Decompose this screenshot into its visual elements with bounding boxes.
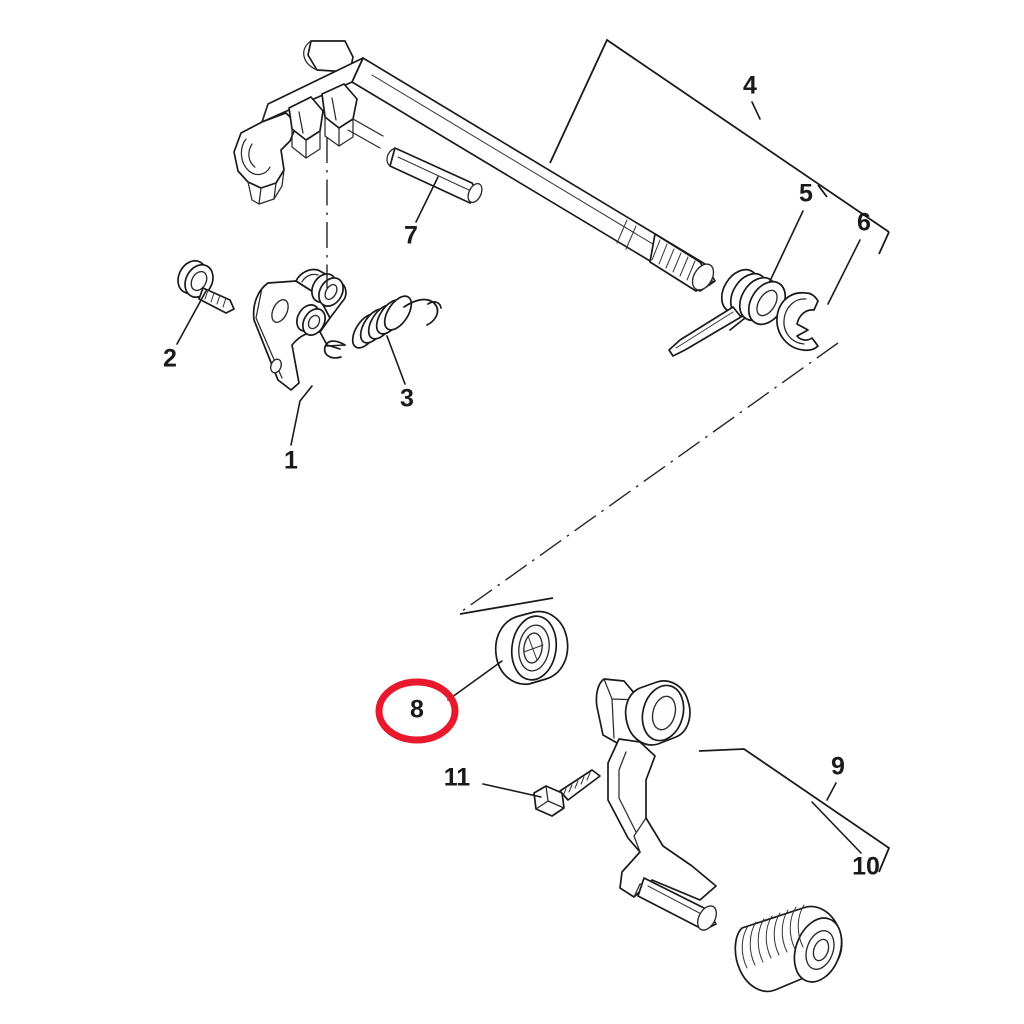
- centerlines-group: [326, 137, 839, 615]
- callout-numbers-group: 1 2 3 4 5 6 7 8 9 10 11: [163, 72, 880, 881]
- tension-spring-coils: [351, 295, 413, 349]
- callout-label-5[interactable]: 5: [799, 180, 813, 208]
- callout-label-10[interactable]: 10: [852, 853, 880, 881]
- bracket-5-tick: [817, 184, 828, 198]
- part-shift-pedal: [595, 678, 718, 931]
- callout-label-9[interactable]: 9: [831, 753, 845, 781]
- leader-3: [386, 335, 406, 385]
- callout-label-8[interactable]: 8: [410, 696, 424, 724]
- part-pedal-rubber: [734, 904, 843, 993]
- leader-11: [482, 783, 542, 798]
- callout-label-7[interactable]: 7: [404, 222, 418, 250]
- brackets-group: [459, 38, 891, 873]
- shaft-splined-end: [649, 233, 715, 292]
- callout-label-11[interactable]: 11: [444, 764, 471, 792]
- part-e-clip: [776, 292, 819, 352]
- part-oil-seal-bearing: [494, 610, 569, 685]
- bracket-9-pedal: [698, 748, 891, 873]
- highlight-ring-callout-8: [375, 678, 459, 744]
- bracket-6-tail: [878, 231, 890, 255]
- part-return-spring: [668, 268, 787, 357]
- leader-8: [447, 660, 503, 701]
- leader-7: [415, 176, 439, 223]
- part-stopper-lever-plate: [252, 268, 347, 391]
- leader-lines-group: [176, 101, 862, 854]
- leader-5: [769, 210, 804, 282]
- part-tension-spring: [323, 295, 442, 359]
- bracket-8-bearing: [459, 597, 554, 615]
- part-pinch-bolt: [533, 769, 601, 817]
- leader-1: [290, 385, 313, 446]
- callout-label-6[interactable]: 6: [857, 209, 871, 237]
- leader-10: [811, 801, 862, 854]
- part-stopper-pin: [386, 147, 483, 204]
- callout-label-1[interactable]: 1: [284, 447, 298, 475]
- callout-label-2[interactable]: 2: [163, 345, 177, 373]
- part-shift-arm-head: [233, 57, 384, 205]
- leader-1-sub: [326, 344, 346, 347]
- leader-4: [751, 101, 761, 120]
- callout-label-4[interactable]: 4: [743, 72, 757, 100]
- part-stopper-lever-bolt: [177, 259, 235, 314]
- leader-2: [176, 290, 207, 345]
- leader-6: [827, 239, 861, 305]
- pedal-rubber-ribs: [741, 904, 805, 969]
- callout-label-3[interactable]: 3: [400, 385, 414, 413]
- part-shift-shaft-assembly: [303, 40, 716, 292]
- bracket-4-shift-shaft: [549, 38, 890, 233]
- centerline-eclip-to-bearing: [457, 342, 839, 615]
- leader-9: [826, 782, 837, 801]
